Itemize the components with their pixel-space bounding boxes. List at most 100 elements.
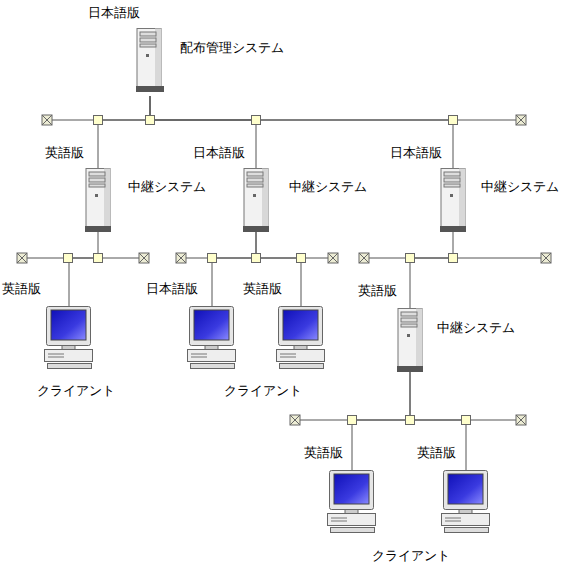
drive-slot bbox=[331, 521, 347, 522]
monitor-frame bbox=[47, 307, 91, 346]
bus-tap bbox=[146, 116, 155, 125]
drive-slot bbox=[48, 354, 64, 355]
drive-bay bbox=[89, 184, 105, 187]
network-link bbox=[410, 232, 453, 308]
client-computer: 英語版 bbox=[327, 470, 377, 534]
drive-bay bbox=[444, 184, 460, 187]
server-body bbox=[137, 29, 161, 87]
version-label: 日本語版 bbox=[88, 5, 140, 20]
client-icon bbox=[187, 306, 237, 370]
server-side bbox=[262, 169, 268, 227]
server-machine: 日本語版配布管理システム bbox=[136, 28, 164, 96]
server-base bbox=[136, 86, 164, 92]
pc-case bbox=[277, 350, 325, 362]
bus-tap bbox=[449, 116, 458, 125]
server-icon bbox=[397, 308, 423, 372]
server-machine: 日本語版中継システム bbox=[243, 168, 269, 232]
drive-bay bbox=[89, 178, 105, 182]
drive-bay bbox=[401, 324, 417, 327]
client-computer: 英語版 bbox=[441, 470, 491, 534]
keyboard bbox=[445, 528, 489, 533]
server-body bbox=[441, 169, 465, 227]
system-name: 配布管理システム bbox=[180, 40, 284, 55]
terminator-cross bbox=[42, 115, 52, 125]
bus-tap bbox=[406, 254, 415, 263]
drive-bay bbox=[247, 172, 263, 176]
bus-terminator bbox=[516, 415, 526, 425]
bus-tap bbox=[94, 116, 103, 125]
network-link bbox=[410, 372, 466, 470]
pc-case bbox=[188, 350, 236, 362]
client-icon bbox=[44, 306, 94, 370]
server-icon bbox=[136, 28, 164, 96]
server-body bbox=[398, 309, 422, 367]
drive-slot bbox=[445, 518, 461, 519]
client-computer: 英語版 bbox=[276, 306, 326, 370]
bus-tap bbox=[406, 416, 415, 425]
drive-slot bbox=[191, 357, 207, 358]
terminator-box bbox=[328, 253, 338, 263]
terminator-box bbox=[17, 253, 27, 263]
drive-bay bbox=[140, 32, 156, 36]
system-name: 中継システム bbox=[481, 179, 559, 194]
bus-terminator bbox=[290, 415, 300, 425]
system-name: 中継システム bbox=[437, 320, 515, 335]
bus-tap bbox=[252, 116, 261, 125]
drive-bay bbox=[401, 318, 417, 322]
bus-terminator bbox=[328, 253, 338, 263]
server-side bbox=[104, 169, 110, 227]
network-link bbox=[150, 96, 453, 168]
monitor-frame bbox=[190, 307, 234, 346]
version-label: 日本語版 bbox=[146, 281, 198, 296]
terminator-cross bbox=[139, 253, 149, 263]
drive-bay bbox=[401, 312, 417, 316]
drive-slot bbox=[48, 357, 64, 358]
network-link bbox=[98, 96, 150, 168]
power-led bbox=[450, 194, 453, 197]
drive-slot bbox=[191, 354, 207, 355]
power-led bbox=[407, 334, 410, 337]
server-machine: 英語版中継システム bbox=[85, 168, 111, 232]
drive-slot bbox=[280, 354, 296, 355]
terminator-box bbox=[139, 253, 149, 263]
drive-bay bbox=[140, 44, 156, 47]
bus-tap bbox=[297, 254, 306, 263]
monitor-frame bbox=[279, 307, 323, 346]
drive-bay bbox=[140, 38, 156, 42]
terminator-cross bbox=[17, 253, 27, 263]
bus-tap bbox=[94, 254, 103, 263]
terminator-cross bbox=[359, 253, 369, 263]
power-led bbox=[95, 194, 98, 197]
server-side bbox=[459, 169, 465, 227]
system-name: 中継システム bbox=[289, 179, 367, 194]
client-computer: 英語版 bbox=[44, 306, 94, 370]
drive-bay bbox=[247, 184, 263, 187]
keyboard bbox=[191, 364, 235, 369]
client-icon bbox=[327, 470, 377, 534]
system-name: 中継システム bbox=[128, 179, 206, 194]
bus-tap bbox=[449, 254, 458, 263]
network-link bbox=[352, 372, 410, 470]
server-machine: 日本語版中継システム bbox=[440, 168, 466, 232]
drive-bay bbox=[444, 172, 460, 176]
keyboard bbox=[331, 528, 375, 533]
network-link bbox=[150, 96, 256, 168]
server-body bbox=[244, 169, 268, 227]
monitor-stand bbox=[205, 346, 218, 350]
monitor-frame bbox=[444, 471, 488, 510]
version-label: 日本語版 bbox=[390, 145, 442, 160]
monitor-stand bbox=[345, 510, 358, 514]
bus-tap bbox=[64, 254, 73, 263]
drive-bay bbox=[247, 178, 263, 182]
bus-tap bbox=[252, 254, 261, 263]
group-label: クライアント bbox=[372, 548, 450, 563]
power-led bbox=[253, 194, 256, 197]
terminator-box bbox=[42, 115, 52, 125]
monitor-screen bbox=[448, 474, 483, 504]
bus-terminator bbox=[176, 253, 186, 263]
pc-case bbox=[328, 514, 376, 526]
bus-terminator bbox=[42, 115, 52, 125]
group-label: クライアント bbox=[224, 383, 302, 398]
monitor-screen bbox=[51, 310, 86, 340]
pc-case bbox=[442, 514, 490, 526]
